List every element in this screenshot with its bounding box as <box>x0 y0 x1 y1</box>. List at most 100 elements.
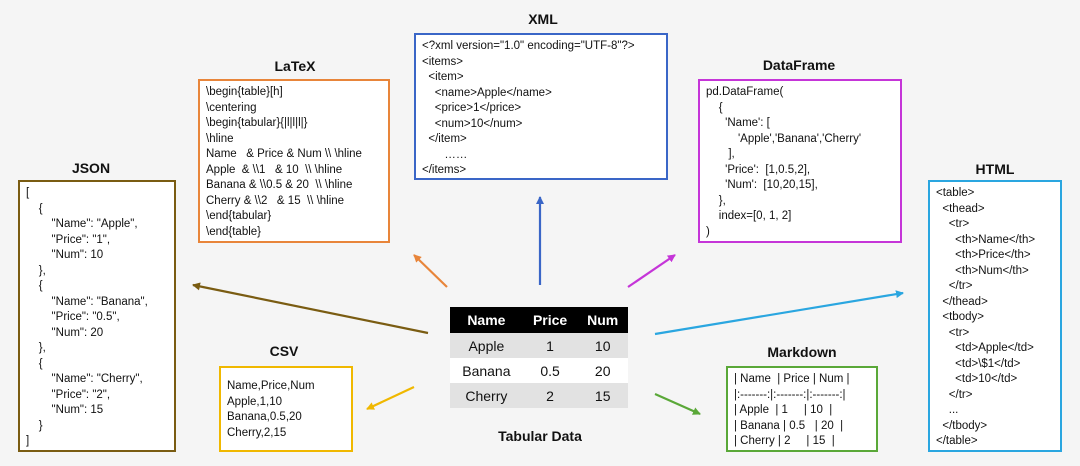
json-title: JSON <box>71 160 111 176</box>
code-line: "Name": "Apple", <box>26 218 138 230</box>
code-line: | Apple | 1 | 10 | <box>734 404 833 416</box>
code-line: <items> <box>422 55 463 68</box>
code-line: </tr> <box>936 280 973 292</box>
code-line: <td>10</td> <box>936 373 1018 385</box>
table-header-cell: Name <box>450 307 523 333</box>
table-row: Apple 1 10 <box>450 333 628 358</box>
markdown-title: Markdown <box>767 344 837 360</box>
code-line: index=[0, 1, 2] <box>706 210 792 222</box>
dataframe-title: DataFrame <box>762 57 836 73</box>
code-line: </tr> <box>936 388 973 401</box>
arrow-to-dataframe <box>627 254 676 288</box>
table-cell: 10 <box>577 333 628 358</box>
code-line: 'Apple','Banana','Cherry' <box>706 132 862 145</box>
code-line: | Name | Price | Num | <box>734 373 850 385</box>
code-line: </table> <box>936 435 978 447</box>
xml-title: XML <box>528 11 558 27</box>
code-line: }, <box>26 264 46 277</box>
code-line: "Price": "2", <box>26 388 111 401</box>
code-line: "Price": "0.5", <box>26 311 120 323</box>
code-line: <thead> <box>936 202 985 215</box>
code-line: Name,Price,Num <box>227 380 315 392</box>
latex-code-box: \begin{table}[h] \centering \begin{tabular… <box>198 79 390 243</box>
code-line: [ <box>26 187 30 199</box>
code-line: \centering <box>206 101 257 114</box>
code-line: <table> <box>936 187 975 199</box>
arrow-to-latex <box>413 254 448 288</box>
code-line: \begin{table}[h] <box>206 86 283 98</box>
code-line: { <box>26 280 43 292</box>
table-cell: 0.5 <box>522 358 578 383</box>
code-line: …… <box>422 148 468 161</box>
code-line: <th>Name</th> <box>936 233 1036 246</box>
code-line: </thead> <box>936 295 988 308</box>
table-header-row: Name Price Num <box>450 307 628 333</box>
code-line: </items> <box>422 164 467 176</box>
code-line: "Num": 10 <box>26 249 104 261</box>
table-header-cell: Price <box>522 307 578 333</box>
code-line: ) <box>706 225 710 238</box>
code-line: \begin{tabular}{|l|l|l|} <box>206 117 308 129</box>
code-line: \end{table} <box>206 225 262 238</box>
code-line: "Num": 15 <box>26 404 104 416</box>
code-line: { <box>26 202 43 215</box>
code-line: |:-------:|:-------:|:-------:| <box>734 388 846 401</box>
arrow-to-html <box>654 290 904 336</box>
code-line: "Name": "Banana", <box>26 295 148 308</box>
code-line: <th>Price</th> <box>936 249 1031 261</box>
code-line: { <box>706 101 723 114</box>
code-line: <num>10</num> <box>422 117 523 130</box>
table-row: Banana 0.5 20 <box>450 358 628 383</box>
code-line: Apple,1,10 <box>227 395 282 408</box>
table-cell: Cherry <box>450 383 523 408</box>
json-code-box: [ { "Name": "Apple", "Price": "1", "Num"… <box>18 180 176 452</box>
code-line: 'Num': [10,20,15], <box>706 179 818 191</box>
table-cell: Banana <box>450 358 523 383</box>
csv-title: CSV <box>269 343 299 359</box>
code-line: ... <box>936 404 959 416</box>
tabular-data-title: Tabular Data <box>498 428 582 444</box>
code-line: pd.DataFrame( <box>706 86 784 98</box>
table-cell: 15 <box>577 383 628 408</box>
table-cell: 2 <box>522 383 578 408</box>
code-line: }, <box>26 342 46 354</box>
code-line: <item> <box>422 71 464 83</box>
dataframe-code-box: pd.DataFrame( { 'Name': [ 'Apple','Banan… <box>698 79 902 243</box>
tabular-data-table: Name Price Num Apple 1 10 Banana 0.5 20 … <box>450 307 628 408</box>
code-line: 'Price': [1,0.5,2], <box>706 163 811 176</box>
html-code-box: <table> <thead> <tr> <th>Name</th> <th>P… <box>928 180 1062 452</box>
code-line: \end{tabular} <box>206 210 272 222</box>
code-line: Apple & \\1 & 10 \\ \hline <box>206 163 343 176</box>
latex-title: LaTeX <box>274 58 316 74</box>
markdown-code-box: | Name | Price | Num | |:-------:|:------… <box>726 366 878 452</box>
arrow-to-csv <box>366 386 415 410</box>
html-title: HTML <box>975 161 1015 177</box>
code-line: Name & Price & Num \\ \hline <box>206 148 362 160</box>
table-cell: 1 <box>522 333 578 358</box>
code-line: <name>Apple</name> <box>422 86 552 99</box>
table-cell: 20 <box>577 358 628 383</box>
arrow-to-json <box>192 282 429 335</box>
code-line: | Banana | 0.5 | 20 | <box>734 419 844 432</box>
code-line: Banana,0.5,20 <box>227 411 302 423</box>
arrow-to-markdown <box>654 392 701 416</box>
code-line: Cherry & \\2 & 15 \\ \hline <box>206 194 345 207</box>
table-header-cell: Num <box>577 307 628 333</box>
code-line: </item> <box>422 133 467 145</box>
code-line: </tbody> <box>936 419 988 432</box>
code-line: \hline <box>206 132 234 145</box>
code-line: Cherry,2,15 <box>227 426 287 439</box>
code-line: <tr> <box>936 326 970 339</box>
code-line: <?xml version="1.0" encoding="UTF-8"?> <box>422 40 635 52</box>
code-line: ], <box>706 148 735 160</box>
code-line: } <box>26 419 43 432</box>
code-line: <td>Apple</td> <box>936 342 1034 354</box>
code-line: <tr> <box>936 218 970 230</box>
code-line: 'Name': [ <box>706 117 770 129</box>
code-line: <td>\$1</td> <box>936 357 1021 370</box>
code-line: <price>1</price> <box>422 102 522 114</box>
table-cell: Apple <box>450 333 523 358</box>
code-line: "Num": 20 <box>26 326 104 339</box>
